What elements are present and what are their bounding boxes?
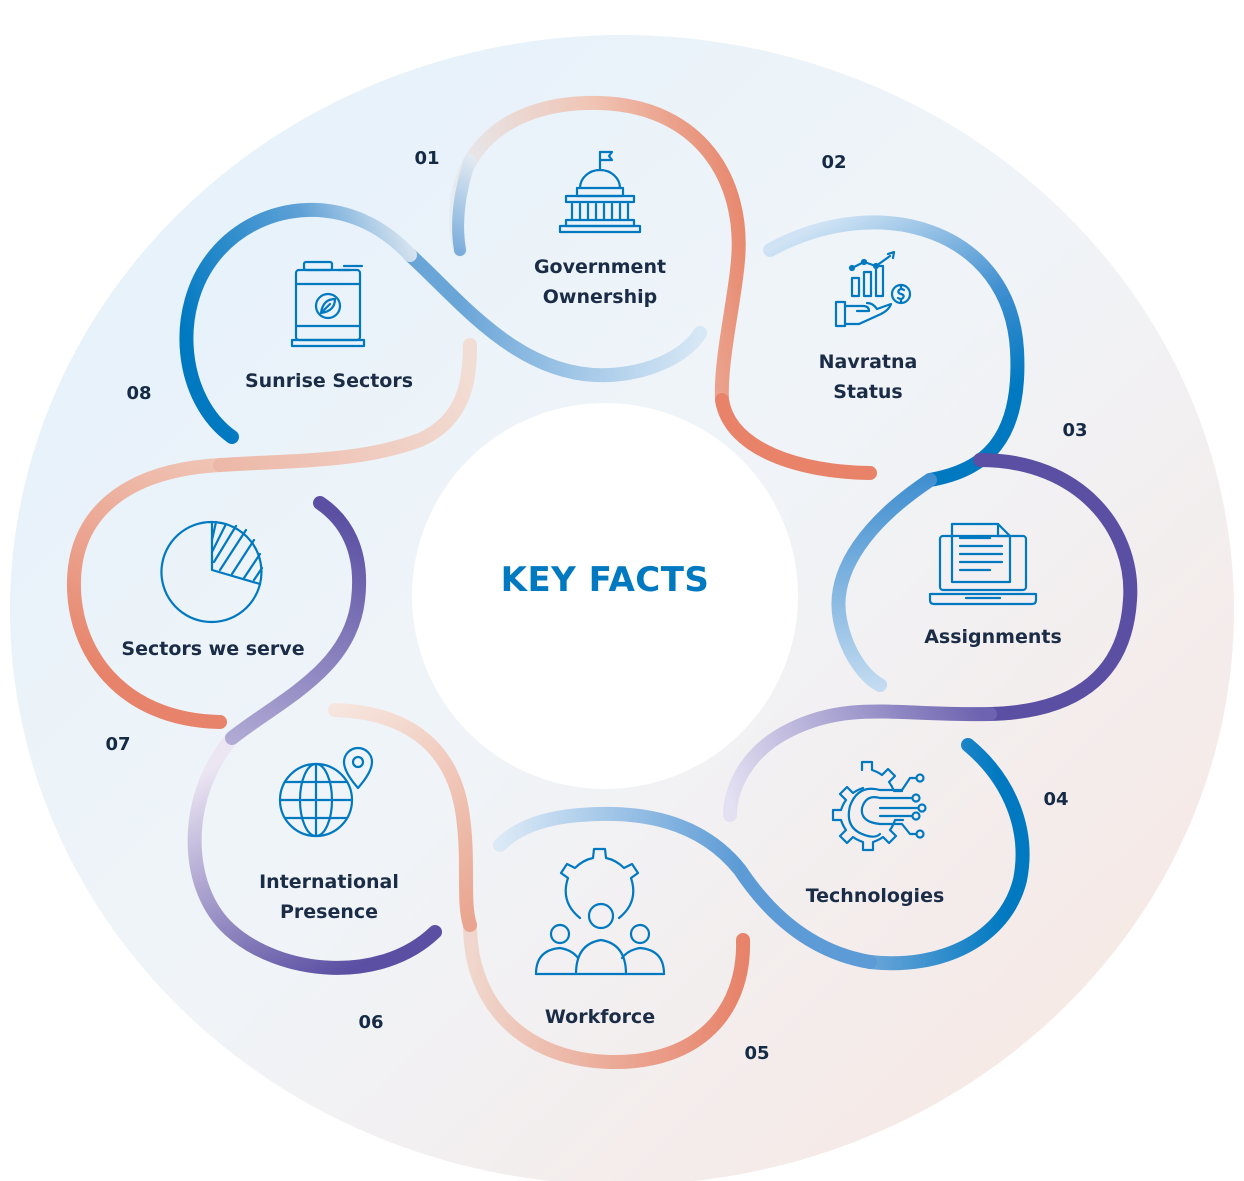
ribbon-07-08 xyxy=(213,338,477,472)
label-line-1: Sectors we serve xyxy=(121,638,305,660)
ribbon-06-07 xyxy=(225,496,367,745)
ribbon-01-02 xyxy=(715,393,877,480)
ribbon-08-01 xyxy=(403,248,707,383)
ribbon-02-03 xyxy=(831,473,937,692)
growth-investment-icon xyxy=(834,250,912,328)
step-number-06: 06 xyxy=(358,1012,384,1033)
label-assignments: Assignments xyxy=(893,622,1093,652)
ribbon-03 xyxy=(973,453,1138,721)
label-workforce: Workforce xyxy=(500,1002,700,1032)
laptop-document-icon xyxy=(928,522,1038,606)
ribbon-06 xyxy=(187,731,442,975)
label-line-1: Assignments xyxy=(924,626,1062,648)
ribbon-07 xyxy=(66,458,227,729)
ribbon-01 xyxy=(449,95,746,407)
ribbon-05 xyxy=(463,918,751,1070)
label-line-1: Navratna xyxy=(818,351,918,373)
label-technologies: Technologies xyxy=(775,881,975,911)
label-line-2: Status xyxy=(833,381,903,403)
label-line-1: Government xyxy=(533,256,667,278)
bio-fuel-barrel-icon xyxy=(290,260,366,348)
ribbon-04-05 xyxy=(493,806,877,969)
label-international-presence: International Presence xyxy=(229,867,429,927)
government-building-icon xyxy=(558,150,642,234)
label-sectors-we-serve: Sectors we serve xyxy=(98,634,328,664)
label-line-1: Sunrise Sectors xyxy=(244,370,414,392)
label-line-1: International xyxy=(259,871,399,893)
ribbon-05-06 xyxy=(328,703,477,932)
ribbon-08-01-tail xyxy=(452,154,476,256)
pie-chart-icon xyxy=(160,520,264,624)
step-number-07: 07 xyxy=(105,734,131,755)
center-title: KEY FACTS xyxy=(500,560,710,600)
ribbon-08 xyxy=(179,203,417,444)
label-line-1: Technologies xyxy=(805,885,945,907)
step-number-05: 05 xyxy=(744,1043,770,1064)
gear-circuit-icon xyxy=(831,760,927,852)
label-sunrise-sectors: Sunrise Sectors xyxy=(219,366,439,396)
label-navratna-status: Navratna Status xyxy=(768,347,968,407)
step-number-01: 01 xyxy=(414,148,440,169)
globe-location-icon xyxy=(278,746,374,838)
step-number-08: 08 xyxy=(126,383,152,404)
label-line-1: Workforce xyxy=(544,1006,656,1028)
label-line-2: Ownership xyxy=(542,286,658,308)
ribbon-03-04 xyxy=(723,704,997,822)
label-government-ownership: Government Ownership xyxy=(500,252,700,312)
center-circle xyxy=(412,403,798,789)
step-number-03: 03 xyxy=(1062,420,1088,441)
label-line-2: Presence xyxy=(279,901,379,923)
ribbon-04 xyxy=(863,738,1030,971)
connector-ribbons xyxy=(66,95,1138,1070)
step-number-02: 02 xyxy=(821,152,847,173)
team-gear-icon xyxy=(534,847,666,976)
step-number-04: 04 xyxy=(1043,789,1069,810)
